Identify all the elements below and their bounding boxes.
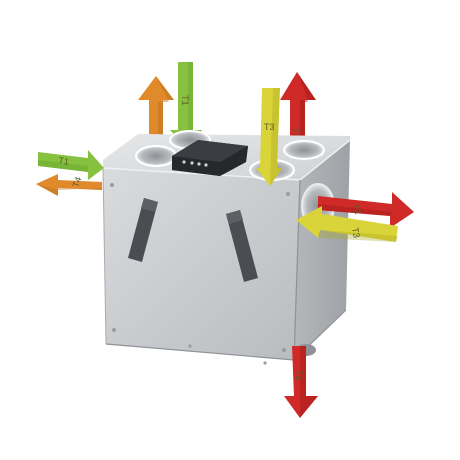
handle-left bbox=[128, 198, 158, 262]
arrow-t4-left-extract: T4 bbox=[36, 174, 102, 196]
panel-led-1 bbox=[182, 160, 186, 164]
arrow-t2-right-exhaust: T2 bbox=[318, 192, 414, 228]
arrow-label-t1-left: T1 bbox=[58, 155, 70, 167]
spigot-t4 bbox=[135, 145, 177, 167]
arrow-label-t4-left: T4 bbox=[70, 175, 83, 188]
arrow-t1-left-fresh: T1 bbox=[38, 150, 104, 180]
arrow-label-t2-right: T2 bbox=[350, 202, 363, 215]
arrow-label-t2-top: T2 bbox=[290, 127, 302, 139]
panel-led-3 bbox=[197, 162, 201, 166]
arrow-t3-right-supply: T3 bbox=[296, 206, 398, 242]
panel-led-4 bbox=[204, 163, 208, 167]
arrow-t2-bottom-exhaust: T2 bbox=[284, 346, 318, 418]
arrow-label-t2-bottom: T2 bbox=[294, 370, 304, 381]
arrow-label-t1-top: T1 bbox=[180, 95, 190, 106]
arrow-t1-top-fresh: T1 bbox=[170, 62, 202, 148]
arrow-label-t3-top: T3 bbox=[264, 122, 275, 132]
arrow-label-t3-right: T3 bbox=[350, 227, 362, 239]
casing-front bbox=[103, 168, 300, 360]
handle-right bbox=[226, 210, 258, 282]
control-panel bbox=[172, 140, 248, 176]
spigot-t2 bbox=[283, 140, 325, 160]
arrow-t3-top-supply: T3 bbox=[256, 88, 282, 186]
panel-led-2 bbox=[190, 161, 194, 165]
